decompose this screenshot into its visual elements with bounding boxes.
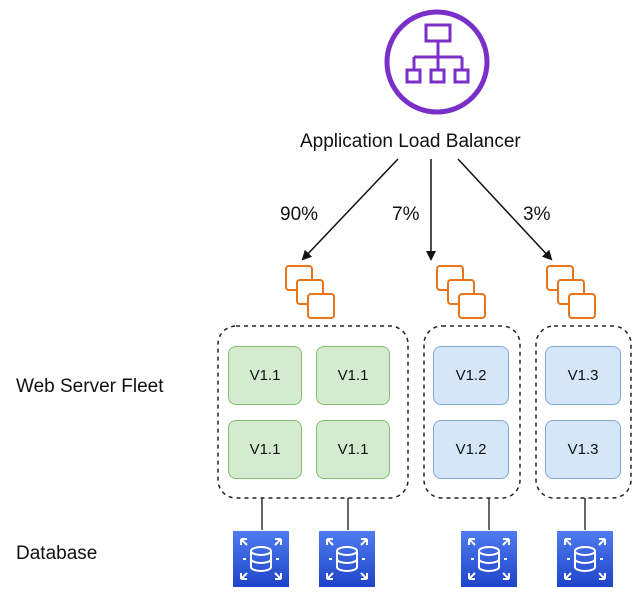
database-icon bbox=[461, 531, 517, 587]
database-icon bbox=[557, 531, 613, 587]
route-arrow-v13 bbox=[457, 158, 553, 261]
database-icon bbox=[233, 531, 289, 587]
server-v11: V1.1 bbox=[228, 420, 302, 479]
database-row-label: Database bbox=[16, 543, 98, 564]
web-server-fleet-label: Web Server Fleet bbox=[16, 376, 164, 397]
server-v11: V1.1 bbox=[316, 420, 390, 479]
server-v13: V1.3 bbox=[545, 420, 621, 479]
route-percent-v13: 3% bbox=[523, 204, 551, 225]
fleet-group-v11 bbox=[217, 325, 409, 499]
route-arrow-v11 bbox=[301, 158, 399, 261]
load-balancer-label: Application Load Balancer bbox=[300, 131, 521, 152]
instances-icon bbox=[436, 265, 486, 319]
database-icon bbox=[319, 531, 375, 587]
load-balancer-icon bbox=[384, 9, 490, 115]
server-v11: V1.1 bbox=[228, 346, 302, 405]
instances-icon bbox=[546, 265, 596, 319]
route-percent-v12: 7% bbox=[392, 204, 420, 225]
instances-icon bbox=[285, 265, 335, 319]
server-v11: V1.1 bbox=[316, 346, 390, 405]
server-v12: V1.2 bbox=[433, 420, 509, 479]
fleet-group-v13 bbox=[535, 325, 632, 499]
server-v12: V1.2 bbox=[433, 346, 509, 405]
fleet-group-v12 bbox=[423, 325, 521, 499]
route-percent-v11: 90% bbox=[280, 204, 319, 225]
server-v13: V1.3 bbox=[545, 346, 621, 405]
